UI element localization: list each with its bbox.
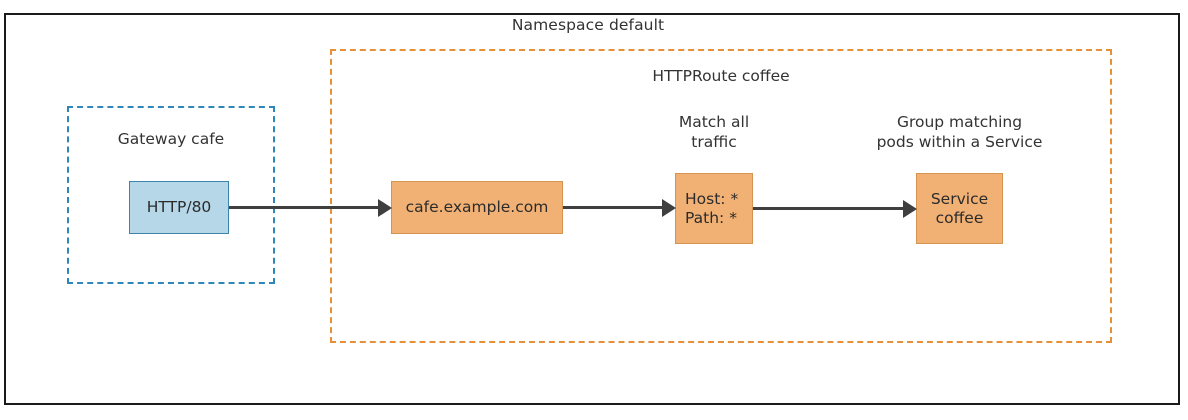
backend-service-node[interactable]: Service coffee [916,173,1003,244]
gateway-container [67,106,275,284]
arrowhead-icon [378,198,392,217]
namespace-label: Namespace default [511,16,665,34]
httproute-label: HTTPRoute coffee [652,67,790,85]
httproute-container [330,49,1112,343]
backend-service-caption: Group matching pods within a Service [876,113,1043,151]
edge-match-to-service [753,207,906,210]
match-rule-caption: Match all traffic [678,113,750,151]
match-rule-node[interactable]: Host: * Path: * [675,173,753,244]
edge-listener-to-hostname [229,206,381,209]
hostname-node[interactable]: cafe.example.com [391,181,563,234]
arrowhead-icon [662,198,676,217]
arrowhead-icon [903,199,917,218]
gateway-listener-node[interactable]: HTTP/80 [129,181,229,234]
gateway-label: Gateway cafe [117,130,225,148]
edge-hostname-to-match [563,206,665,209]
